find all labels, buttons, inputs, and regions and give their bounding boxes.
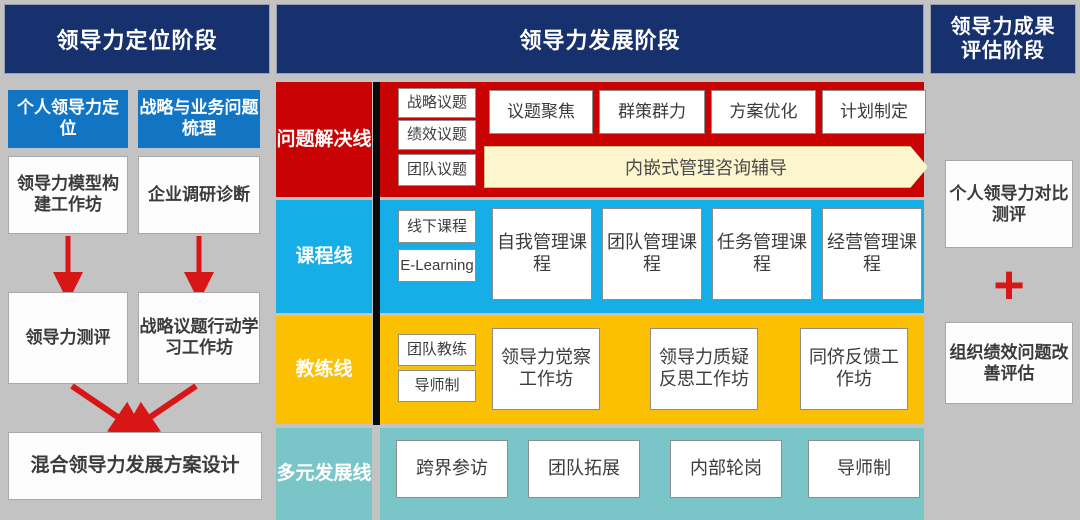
left-box-label: 混合领导力发展方案设计 <box>30 455 240 477</box>
stage-header-evaluation-label: 领导力成果 评估阶段 <box>951 15 1056 63</box>
stage-header-positioning: 领导力定位阶段 <box>4 4 270 74</box>
stage-header-development: 领导力发展阶段 <box>276 4 924 74</box>
left-box-label: 个人领导力定位 <box>17 98 119 138</box>
cell-peer-feedback-workshop[interactable]: 同侪反馈工作坊 <box>800 328 908 410</box>
left-box-leadership-assessment[interactable]: 领导力测评 <box>8 292 128 384</box>
stage-header-development-label: 领导力发展阶段 <box>519 28 681 53</box>
plus-icon: + <box>945 255 1073 315</box>
cell-performance-topic[interactable]: 绩效议题 <box>398 120 476 150</box>
left-box-label: 战略与业务问题梳理 <box>139 98 259 138</box>
stage-header-evaluation-line2: 评估阶段 <box>961 40 1045 62</box>
cell-cross-industry-visit[interactable]: 跨界参访 <box>396 440 508 498</box>
cell-leadership-inquiry-reflection-workshop[interactable]: 领导力质疑反思工作坊 <box>650 328 758 410</box>
row-label-diversified-development: 多元发展线 <box>276 428 372 520</box>
cell-team-management-course[interactable]: 团队管理课程 <box>602 208 702 300</box>
cell-team-topic[interactable]: 团队议题 <box>398 154 476 186</box>
vertical-divider <box>373 82 380 425</box>
cell-internal-job-rotation[interactable]: 内部轮岗 <box>670 440 782 498</box>
row-label-coaching: 教练线 <box>276 316 372 424</box>
row-label-problem-solving: 问题解决线 <box>276 82 372 197</box>
cell-team-outward-bound[interactable]: 团队拓展 <box>528 440 640 498</box>
row-label-curriculum: 课程线 <box>276 200 372 313</box>
cell-leadership-awareness-workshop[interactable]: 领导力觉察工作坊 <box>492 328 600 410</box>
plus-icon-glyph: + <box>993 255 1025 315</box>
cell-strategic-topic[interactable]: 战略议题 <box>398 88 476 118</box>
embedded-consulting-banner: 内嵌式管理咨询辅导 <box>484 146 928 188</box>
cell-self-management-course[interactable]: 自我管理课程 <box>492 208 592 300</box>
right-box-label: 个人领导力对比测评 <box>949 183 1069 224</box>
cell-task-management-course[interactable]: 任务管理课程 <box>712 208 812 300</box>
stage-header-positioning-label: 领导力定位阶段 <box>56 28 218 53</box>
left-box-leadership-model-workshop[interactable]: 领导力模型构建工作坊 <box>8 156 128 234</box>
stage-header-evaluation-line1: 领导力成果 <box>950 16 1056 38</box>
left-box-label: 领导力测评 <box>25 327 111 347</box>
stage-header-evaluation: 领导力成果 评估阶段 <box>930 4 1076 74</box>
cell-e-learning[interactable]: E-Learning <box>398 249 476 282</box>
cell-business-management-course[interactable]: 经营管理课程 <box>822 208 922 300</box>
row-label-text: 问题解决线 <box>276 128 372 150</box>
cell-team-coaching[interactable]: 团队教练 <box>398 334 476 366</box>
left-box-strategy-business-issue-review[interactable]: 战略与业务问题梳理 <box>138 90 260 148</box>
cell-mentorship[interactable]: 导师制 <box>398 370 476 402</box>
row-label-text: 多元发展线 <box>276 463 372 485</box>
embedded-consulting-banner-label: 内嵌式管理咨询辅导 <box>625 158 787 178</box>
left-box-label: 企业调研诊断 <box>148 184 250 204</box>
row-label-text: 教练线 <box>295 359 353 381</box>
cell-offline-course[interactable]: 线下课程 <box>398 210 476 243</box>
left-box-enterprise-research-diagnosis[interactable]: 企业调研诊断 <box>138 156 260 234</box>
right-box-label: 组织绩效问题改善评估 <box>949 342 1069 383</box>
left-box-blended-leadership-program-design[interactable]: 混合领导力发展方案设计 <box>8 432 262 500</box>
left-box-label: 领导力模型构建工作坊 <box>17 174 119 214</box>
cell-mentorship-program[interactable]: 导师制 <box>808 440 920 498</box>
row-label-text: 课程线 <box>295 245 353 267</box>
left-box-personal-leadership-positioning[interactable]: 个人领导力定位 <box>8 90 128 148</box>
cell-solution-optimization[interactable]: 方案优化 <box>711 90 816 134</box>
right-box-org-performance-improvement[interactable]: 组织绩效问题改善评估 <box>945 322 1073 404</box>
right-box-personal-leadership-comparison[interactable]: 个人领导力对比测评 <box>945 160 1073 248</box>
left-box-strategic-action-learning-workshop[interactable]: 战略议题行动学习工作坊 <box>138 292 260 384</box>
cell-topic-focus[interactable]: 议题聚焦 <box>489 90 593 134</box>
cell-brainstorming[interactable]: 群策群力 <box>599 90 705 134</box>
cell-plan-formulation[interactable]: 计划制定 <box>822 90 926 134</box>
left-box-label: 战略议题行动学习工作坊 <box>139 317 259 357</box>
